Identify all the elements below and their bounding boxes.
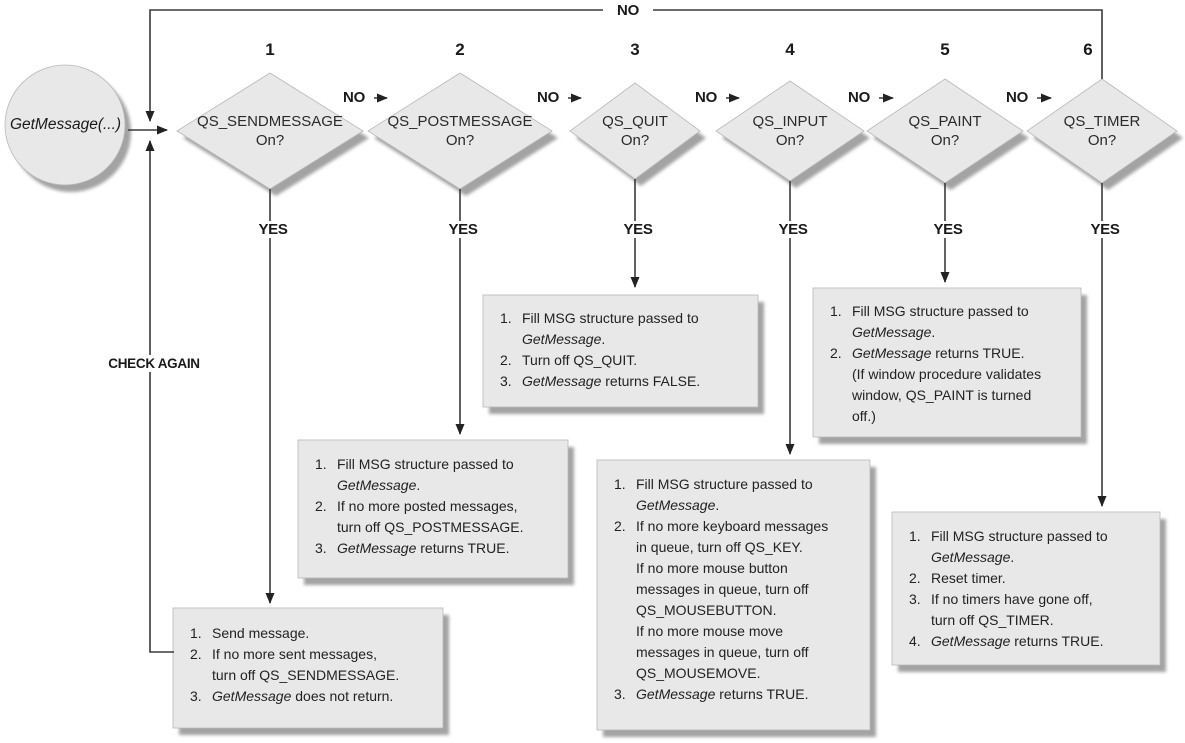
list-item-number: 1. <box>614 476 626 492</box>
list-item-text: GetMessage returns TRUE. <box>636 686 809 702</box>
list-item: 1. Send message. <box>190 623 430 644</box>
list-item-text: GetMessage returns TRUE. <box>337 540 510 556</box>
action-box-6: 1. Fill MSG structure passed to GetMessag… <box>909 526 1147 652</box>
list-item: 2. If no more keyboard messages in queue,… <box>614 516 857 684</box>
yes-label-3: YES <box>613 221 663 238</box>
no-label-3: NO <box>686 89 726 106</box>
list-item-number: 2. <box>315 498 327 514</box>
decision-number-6: 6 <box>1083 40 1093 59</box>
list-item-number: 1. <box>909 528 921 544</box>
yes-label-5: YES <box>923 221 973 238</box>
list-item-text: Fill MSG structure passed to GetMessage. <box>522 310 699 347</box>
list-item-text: Fill MSG structure passed to GetMessage. <box>931 528 1108 565</box>
action-box-1-shape <box>172 607 444 729</box>
yes-label-1: YES <box>248 221 298 238</box>
start-node-shape <box>4 64 126 186</box>
decision-number-5: 5 <box>940 40 950 59</box>
list-item-number: 2. <box>614 518 626 534</box>
list-item: 2. Turn off QS_QUIT. <box>500 350 745 371</box>
decision-number-4: 4 <box>785 40 795 59</box>
list-item-text: If no more posted messages, turn off QS_… <box>337 498 524 535</box>
top-no-loop-label: NO <box>603 2 653 19</box>
list-item: 1. Fill MSG structure passed to GetMessag… <box>909 526 1147 568</box>
check-again-label: CHECK AGAIN <box>96 355 212 372</box>
list-item: 2. Reset timer. <box>909 568 1147 589</box>
list-item-text: Turn off QS_QUIT. <box>522 352 638 368</box>
list-item-text: GetMessage returns FALSE. <box>522 373 701 389</box>
decision-label-1: QS_SENDMESSAGE On? <box>197 113 343 149</box>
decision-label-2: QS_POSTMESSAGE On? <box>387 113 533 149</box>
decision-number-1: 1 <box>265 40 275 59</box>
list-item-number: 3. <box>909 591 921 607</box>
list-item-number: 3. <box>614 686 626 702</box>
list-item-number: 1. <box>190 625 202 641</box>
decision-label-6: QS_TIMER On? <box>1063 113 1141 149</box>
list-item-text: If no more keyboard messages in queue, t… <box>636 518 829 681</box>
list-item: 2. If no more sent messages, turn off QS_… <box>190 644 430 686</box>
action-box-2-shape <box>297 439 569 579</box>
list-item-text: GetMessage returns TRUE. <box>931 633 1104 649</box>
decision-number-3: 3 <box>630 40 640 59</box>
action-box-6-shape <box>891 511 1161 666</box>
list-item-text: Fill MSG structure passed to GetMessage. <box>337 456 514 493</box>
list-item: 3. If no timers have gone off, turn off Q… <box>909 589 1147 631</box>
decision-label-5: QS_PAINT On? <box>908 113 982 149</box>
decision-label-4: QS_INPUT On? <box>752 113 828 149</box>
action-box-4-shape <box>596 459 871 731</box>
list-item: 1. Fill MSG structure passed to GetMessag… <box>500 308 745 350</box>
list-item-text: If no more sent messages, turn off QS_SE… <box>212 646 400 683</box>
list-item: 3. GetMessage returns TRUE. <box>315 538 555 559</box>
no-label-1: NO <box>334 89 374 106</box>
list-item-text: Fill MSG structure passed to GetMessage. <box>636 476 813 513</box>
yes-label-2: YES <box>438 221 488 238</box>
list-item-number: 2. <box>190 646 202 662</box>
list-item-number: 1. <box>500 310 512 326</box>
list-item-text: GetMessage returns TRUE. (If window proc… <box>852 345 1042 424</box>
start-node-label: GetMessage(...) <box>9 116 122 133</box>
no-label-5: NO <box>997 89 1037 106</box>
list-item-text: Send message. <box>212 625 310 641</box>
no-label-4: NO <box>839 89 879 106</box>
list-item: 3. GetMessage does not return. <box>190 686 430 707</box>
no-label-2: NO <box>528 89 568 106</box>
list-item: 2. GetMessage returns TRUE. (If window pr… <box>830 343 1068 427</box>
list-item-number: 2. <box>830 345 842 361</box>
decision-number-2: 2 <box>455 40 465 59</box>
list-item: 2. If no more posted messages, turn off Q… <box>315 496 555 538</box>
decision-label-3: QS_QUIT On? <box>602 113 668 149</box>
action-box-3-shape <box>482 294 759 408</box>
list-item: 3. GetMessage returns FALSE. <box>500 371 745 392</box>
action-box-5-shape <box>812 287 1082 438</box>
list-item-text: Fill MSG structure passed to GetMessage. <box>852 303 1029 340</box>
list-item-text: GetMessage does not return. <box>212 688 394 704</box>
list-item-number: 2. <box>909 570 921 586</box>
action-box-3: 1. Fill MSG structure passed to GetMessag… <box>500 308 745 392</box>
list-item: 1. Fill MSG structure passed to GetMessag… <box>315 454 555 496</box>
list-item-number: 1. <box>315 456 327 472</box>
list-item-number: 2. <box>500 352 512 368</box>
action-box-2: 1. Fill MSG structure passed to GetMessag… <box>315 454 555 559</box>
action-box-1: 1. Send message. 2. If no more sent message… <box>190 623 430 707</box>
list-item-text: If no timers have gone off, turn off QS_… <box>931 591 1093 628</box>
yes-label-6: YES <box>1080 221 1130 238</box>
list-item: 1. Fill MSG structure passed to GetMessag… <box>614 474 857 516</box>
action-box-5: 1. Fill MSG structure passed to GetMessag… <box>830 301 1068 427</box>
list-item: 4. GetMessage returns TRUE. <box>909 631 1147 652</box>
list-item-text: Reset timer. <box>931 570 1006 586</box>
list-item-number: 4. <box>909 633 921 649</box>
action-box-4: 1. Fill MSG structure passed to GetMessag… <box>614 474 857 705</box>
list-item-number: 3. <box>315 540 327 556</box>
check-again-connector <box>145 140 174 653</box>
list-item-number: 1. <box>830 303 842 319</box>
yes-label-4: YES <box>768 221 818 238</box>
list-item: 3. GetMessage returns TRUE. <box>614 684 857 705</box>
list-item-number: 3. <box>500 373 512 389</box>
list-item: 1. Fill MSG structure passed to GetMessag… <box>830 301 1068 343</box>
list-item-number: 3. <box>190 688 202 704</box>
